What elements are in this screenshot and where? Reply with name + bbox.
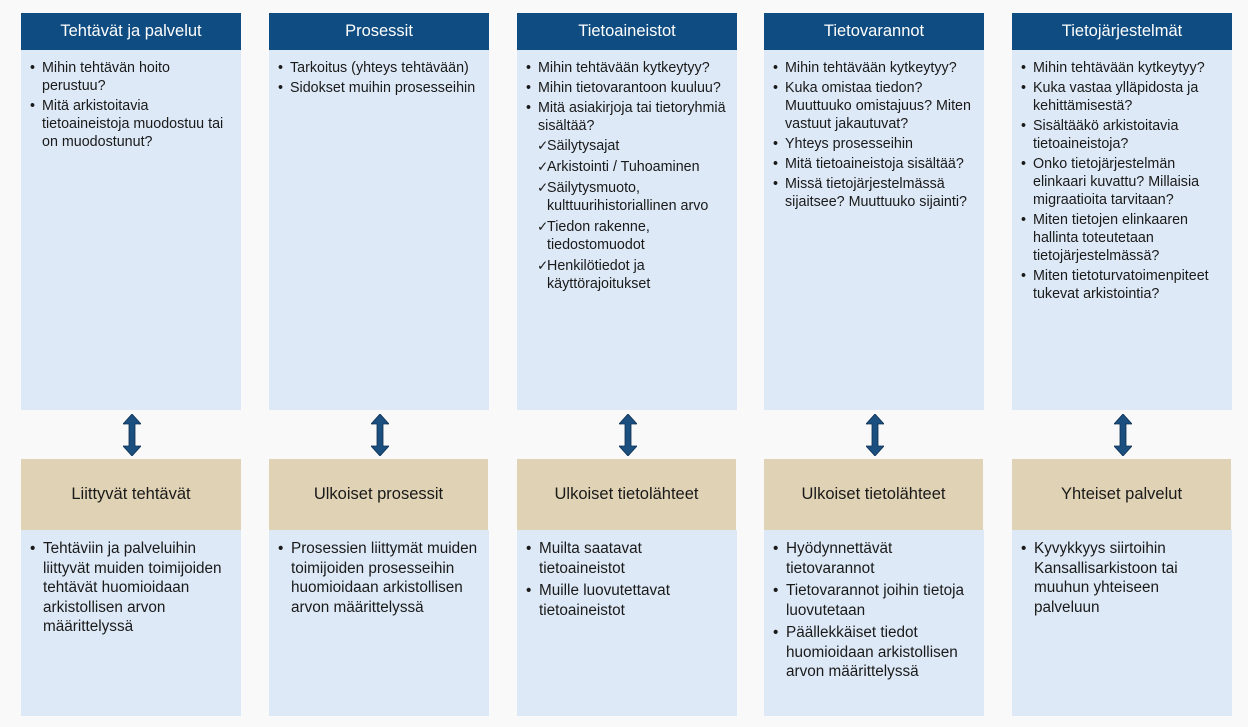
related-panel: Tehtäviin ja palveluihin liittyvät muide…	[21, 530, 241, 716]
checklist-item: Tiedon rakenne, tiedostomuodot	[521, 218, 727, 254]
question-item: Miten tietojen elinkaaren hallinta toteu…	[1016, 211, 1222, 265]
question-item: Mitä asiakirjoja tai tietoryhmiä sisältä…	[521, 99, 727, 135]
question-item: Tarkoitus (yhteys tehtävään)	[273, 59, 479, 77]
column-title: Tietojärjestelmät	[1012, 13, 1232, 50]
question-item: Mihin tehtävään kytkeytyy?	[1016, 59, 1222, 77]
question-item: Mihin tietovarantoon kuuluu?	[521, 79, 727, 97]
question-item: Yhteys prosesseihin	[768, 135, 974, 153]
related-item: Päällekkäiset tiedot huomioidaan arkisto…	[768, 623, 974, 682]
checklist-item: Henkilötiedot ja käyttörajoitukset	[521, 257, 727, 293]
question-item: Mihin tehtävään kytkeytyy?	[768, 59, 974, 77]
related-item: Kyvykkyys siirtoihin Kansallisarkistoon …	[1016, 539, 1222, 617]
double-arrow-icon	[865, 413, 885, 457]
question-item: Kuka vastaa ylläpidosta ja kehittämisest…	[1016, 79, 1222, 115]
question-item: Kuka omistaa tiedon? Muuttuuko omistajuu…	[768, 79, 974, 133]
related-item: Muille luovutettavat tietoaineistot	[521, 581, 727, 620]
question-item: Mihin tehtävään kytkeytyy?	[521, 59, 727, 77]
question-item: Mihin tehtävän hoito perustuu?	[25, 59, 231, 95]
question-item: Sisältääkö arkistoitavia tietoaineistoja…	[1016, 117, 1222, 153]
related-panel: Kyvykkyys siirtoihin Kansallisarkistoon …	[1012, 530, 1232, 716]
related-title: Ulkoiset tietolähteet	[517, 459, 736, 530]
related-title: Ulkoiset tietolähteet	[764, 459, 983, 530]
question-item: Miten tietoturvatoimenpiteet tukevat ark…	[1016, 267, 1222, 303]
related-title: Yhteiset palvelut	[1012, 459, 1231, 530]
double-arrow-icon	[618, 413, 638, 457]
questions-panel: Mihin tehtävään kytkeytyy? Kuka vastaa yl…	[1012, 50, 1232, 410]
related-panel: Hyödynnettävät tietovarannotTietovaranno…	[764, 530, 984, 716]
related-item: Hyödynnettävät tietovarannot	[768, 539, 974, 578]
questions-panel: Mihin tehtävään kytkeytyy? Kuka omistaa t…	[764, 50, 984, 410]
question-item: Sidokset muihin prosesseihin	[273, 79, 479, 97]
questions-panel: Mihin tehtävän hoito perustuu?Mitä arkis…	[21, 50, 241, 410]
related-panel: Muilta saatavat tietoaineistotMuille luo…	[517, 530, 737, 716]
double-arrow-icon	[370, 413, 390, 457]
column-title: Prosessit	[269, 13, 489, 50]
checklist-item: Säilytysajat	[521, 137, 727, 155]
questions-panel: Tarkoitus (yhteys tehtävään) Sidokset mui…	[269, 50, 489, 410]
question-item: Mitä arkistoitavia tietoaineistoja muodo…	[25, 97, 231, 151]
column-title: Tietoaineistot	[517, 13, 737, 50]
double-arrow-icon	[122, 413, 142, 457]
related-item: Tietovarannot joihin tietoja luovutetaan	[768, 581, 974, 620]
questions-panel: Mihin tehtävään kytkeytyy? Mihin tietovar…	[517, 50, 737, 410]
related-title: Ulkoiset prosessit	[269, 459, 488, 530]
column-title: Tietovarannot	[764, 13, 984, 50]
column-title: Tehtävät ja palvelut	[21, 13, 241, 50]
question-item: Onko tietojärjestelmän elinkaari kuvattu…	[1016, 155, 1222, 209]
related-item: Muilta saatavat tietoaineistot	[521, 539, 727, 578]
related-panel: Prosessien liittymät muiden toimijoiden …	[269, 530, 489, 716]
double-arrow-icon	[1113, 413, 1133, 457]
checklist-item: Arkistointi / Tuhoaminen	[521, 158, 727, 176]
checklist-item: Säilytysmuoto, kulttuurihistoriallinen a…	[521, 179, 727, 215]
question-item: Mitä tietoaineistoja sisältää?	[768, 155, 974, 173]
related-title: Liittyvät tehtävät	[21, 459, 241, 530]
related-item: Prosessien liittymät muiden toimijoiden …	[273, 539, 479, 617]
related-item: Tehtäviin ja palveluihin liittyvät muide…	[25, 539, 231, 637]
question-item: Missä tietojärjestelmässä sijaitsee? Muu…	[768, 175, 974, 211]
